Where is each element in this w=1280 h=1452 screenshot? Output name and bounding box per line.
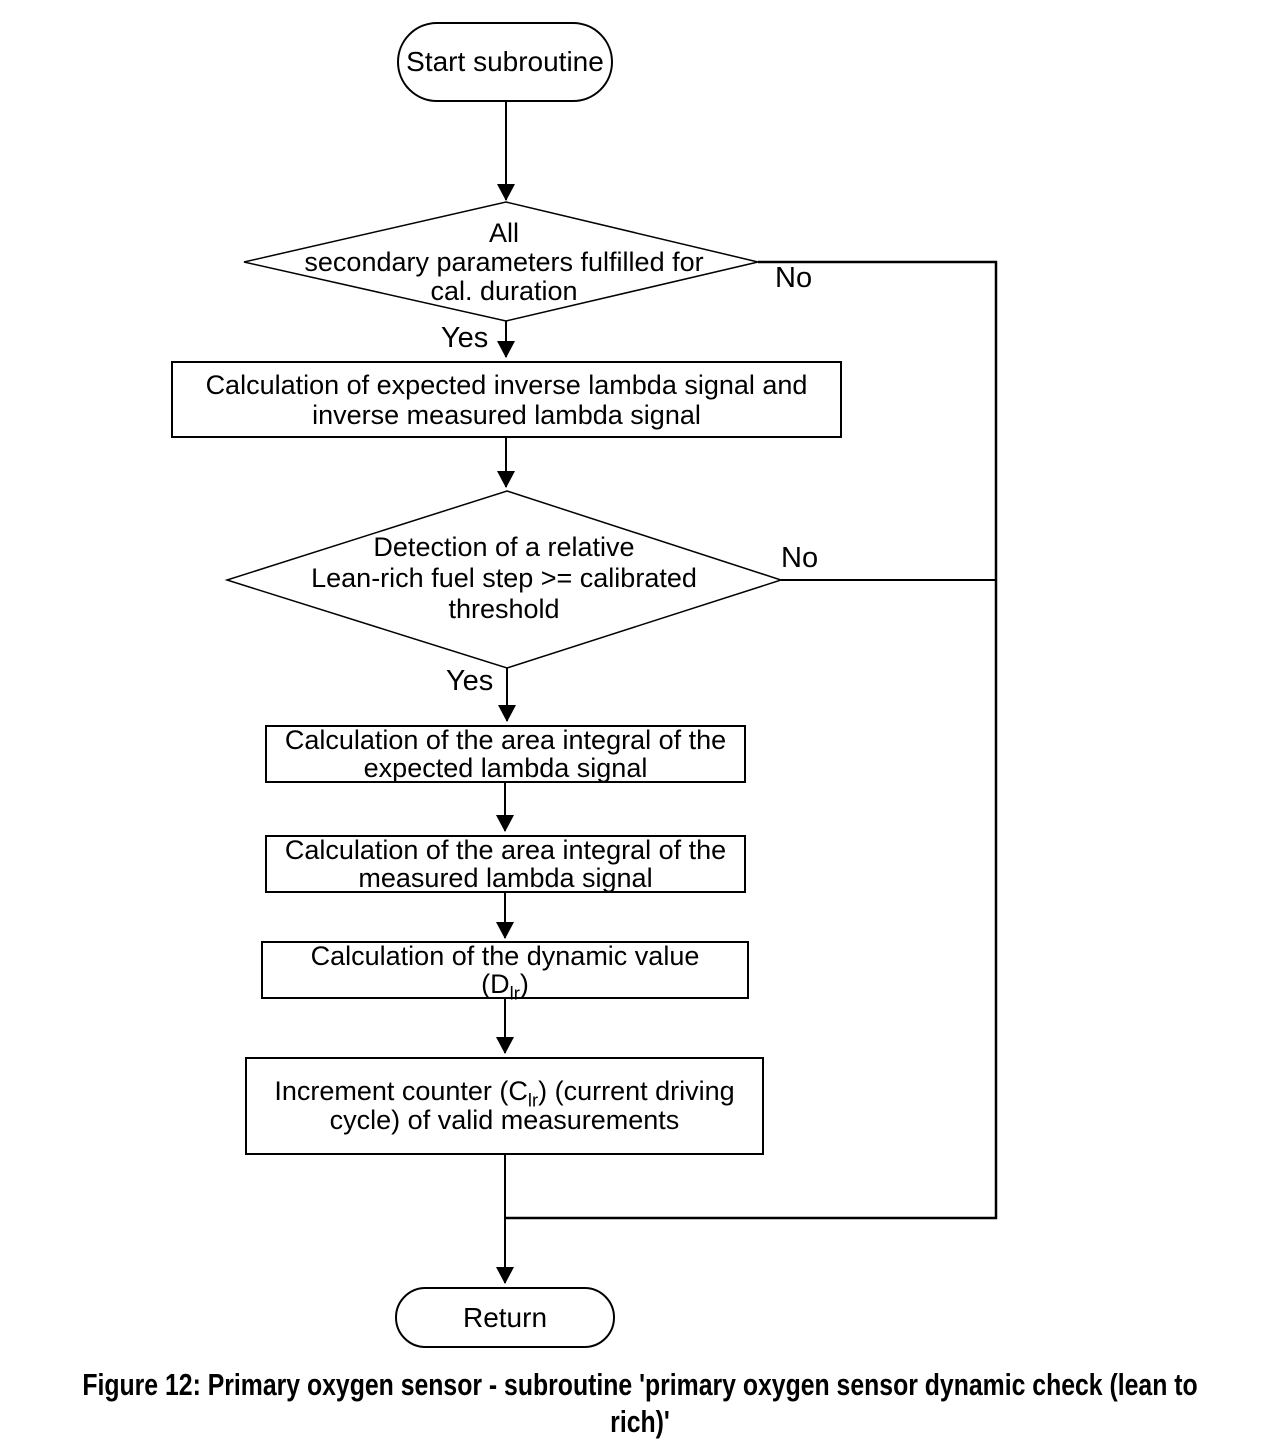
start-node: Start subroutine — [397, 22, 613, 102]
decision1-line3: cal. duration — [430, 276, 578, 306]
decision2-yes-label: Yes — [446, 665, 494, 697]
decision2-line1: Detection of a relative — [373, 532, 635, 562]
figure-caption-line1: Figure 12: Primary oxygen sensor - subro… — [82, 1367, 1198, 1402]
process3-node: Calculation of the area integral of the … — [265, 835, 746, 893]
process5-line1-suffix: ) (current driving — [538, 1076, 735, 1106]
figure-caption-line2: rich)' — [610, 1404, 670, 1439]
decision2-label: Detection of a relative Lean-rich fuel s… — [244, 532, 764, 625]
decision1-line1: All — [488, 218, 519, 248]
process4-line1: Calculation of the dynamic value — [310, 941, 700, 971]
process4-line2-suffix: ) — [519, 969, 529, 999]
process4-node: Calculation of the dynamic value (Dlr) — [261, 941, 749, 1002]
decision1-label: All secondary parameters fulfilled for c… — [254, 219, 754, 306]
return-node-label: Return — [462, 1301, 548, 1333]
return-node: Return — [395, 1287, 615, 1348]
process2-line2: expected lambda signal — [363, 753, 648, 783]
process3-line2: measured lambda signal — [358, 863, 653, 893]
decision1-line2: secondary parameters fulfilled for — [304, 247, 704, 277]
process1-node: Calculation of expected inverse lambda s… — [171, 361, 842, 438]
process5-line1-subscript: lr — [527, 1089, 539, 1111]
decision2-line2: Lean-rich fuel step >= calibrated — [311, 563, 697, 593]
no-branch-line-decision1 — [506, 260, 998, 1220]
process3-line1: Calculation of the area integral of the — [284, 835, 727, 865]
process1-line2: inverse measured lambda signal — [312, 399, 701, 430]
process2-line1: Calculation of the area integral of the — [284, 725, 727, 755]
process5-line2: cycle) of valid measurements — [329, 1105, 680, 1135]
start-node-label: Start subroutine — [406, 46, 604, 77]
decision1-no-label: No — [775, 262, 813, 294]
process4-line2-prefix: (D — [481, 969, 510, 999]
decision1-yes-label: Yes — [441, 322, 489, 354]
process5-line1: Increment counter (Clr) (current driving — [274, 1076, 735, 1110]
decision2-no-label: No — [781, 542, 819, 574]
process2-node: Calculation of the area integral of the … — [265, 725, 746, 783]
process1-line1: Calculation of expected inverse lambda s… — [205, 369, 808, 400]
process4-line2-subscript: lr — [509, 982, 520, 1004]
figure-caption: Figure 12: Primary oxygen sensor - subro… — [0, 1366, 1280, 1440]
process4-line2: (Dlr) — [481, 969, 529, 1002]
decision2-line3: threshold — [448, 594, 560, 624]
process5-node: Increment counter (Clr) (current driving… — [245, 1057, 764, 1155]
process5-line1-prefix: Increment counter (C — [274, 1076, 528, 1106]
